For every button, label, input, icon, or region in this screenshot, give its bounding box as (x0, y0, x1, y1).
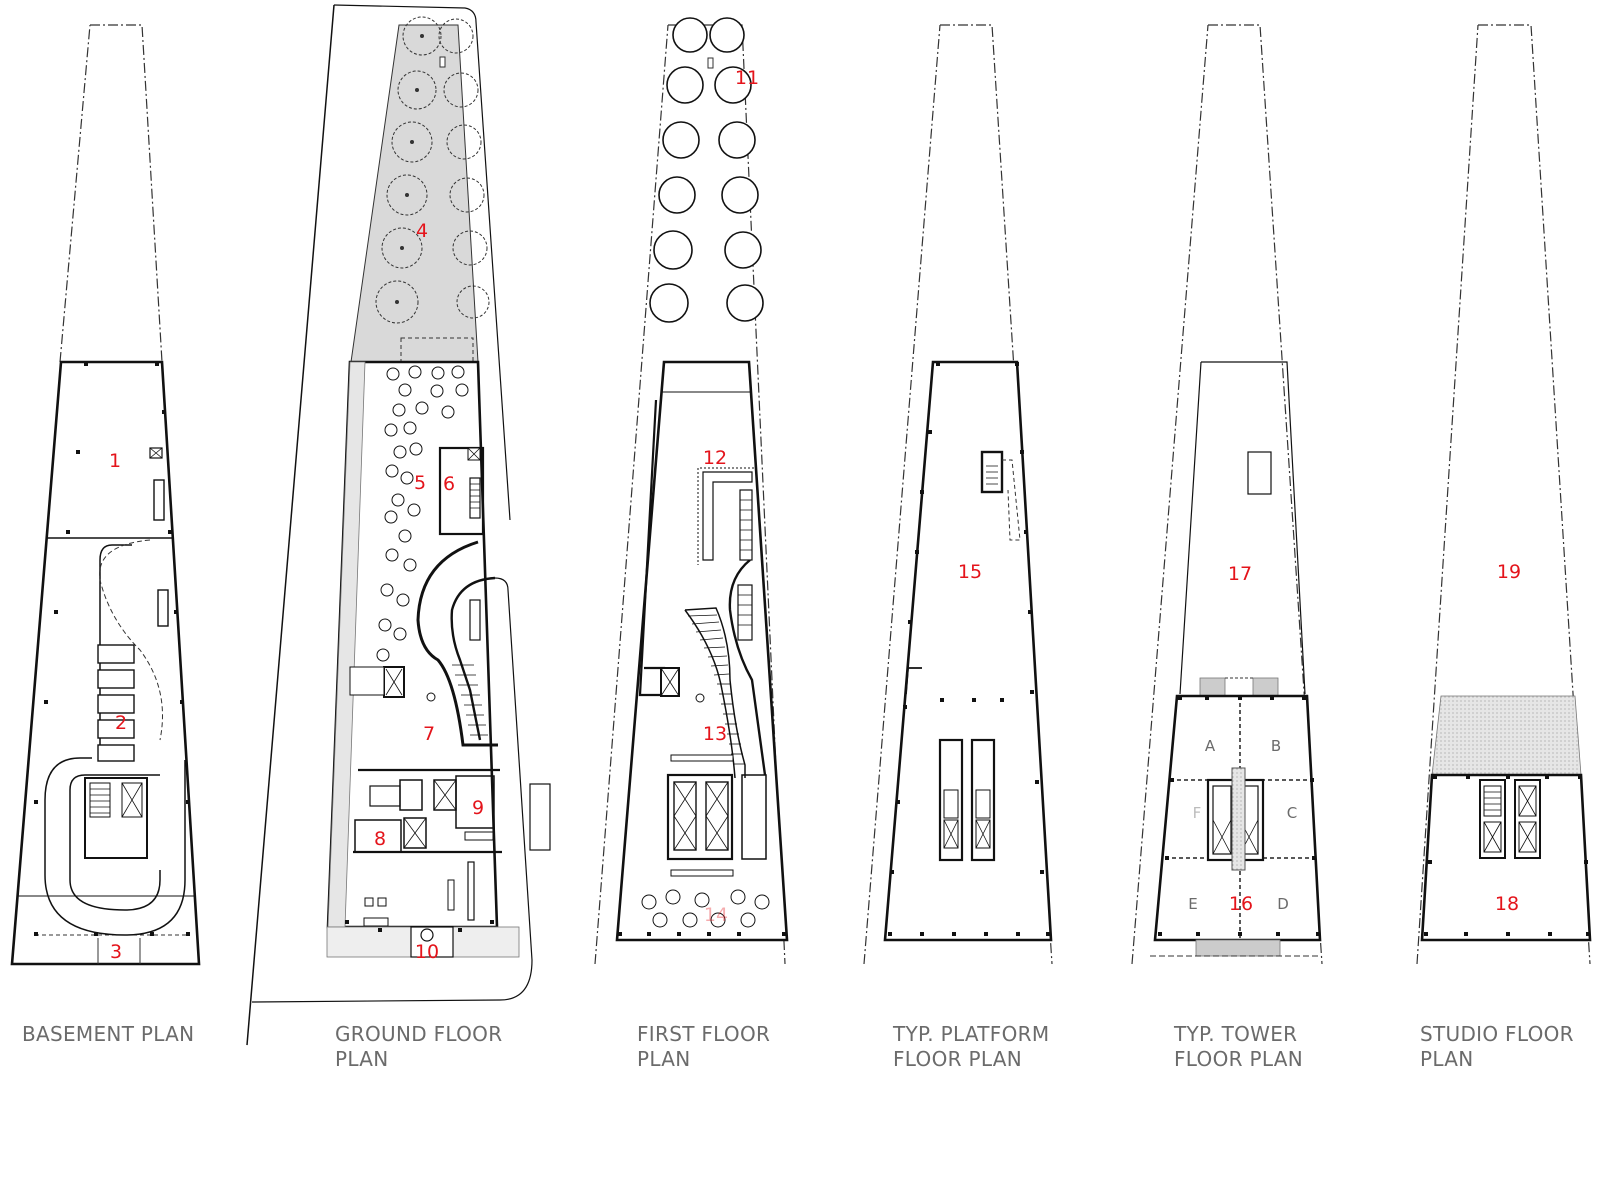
caption-line: FIRST FLOOR (637, 1022, 771, 1046)
room-number-14: 14 (704, 904, 728, 926)
stair-icon (89, 782, 111, 818)
basement-columns (34, 362, 190, 936)
studio-floor-plan: 19 18 (1416, 24, 1592, 965)
external-kiosk (529, 783, 551, 851)
room-number-4: 4 (416, 220, 428, 242)
site-outline-dashed (1416, 24, 1591, 965)
room-number-8: 8 (374, 828, 386, 850)
room-number-13: 13 (703, 723, 727, 745)
room-number-2: 2 (115, 712, 127, 734)
stair-treads (452, 664, 488, 736)
room-number-15: 15 (958, 561, 982, 583)
tree-canopies (649, 17, 764, 323)
caption-first-floor-plan: FIRST FLOOR PLAN (637, 1022, 770, 1072)
platform-floor-plan: 15 (863, 24, 1053, 965)
site-boundary-line (246, 4, 335, 1046)
caption-line: GROUND FLOOR (335, 1022, 503, 1046)
stair-icon (469, 599, 481, 641)
studio-roof-terrace (1431, 695, 1582, 776)
cafe-tables (641, 889, 770, 928)
first-floor-core (666, 773, 734, 861)
lobby-columns (376, 365, 469, 702)
caption-studio-floor-plan: STUDIO FLOOR PLAN (1420, 1022, 1574, 1072)
tower-columns (1158, 696, 1320, 936)
bar-counter (702, 471, 753, 561)
stair-icon (157, 589, 169, 627)
basement-stair (97, 938, 141, 964)
parking-stall (97, 719, 135, 739)
room-number-6: 6 (443, 473, 455, 495)
curved-stair-wall (450, 576, 496, 741)
room-number-9: 9 (472, 797, 484, 819)
caption-line: BASEMENT PLAN (22, 1022, 195, 1046)
site-boundary-line (251, 577, 533, 1003)
caption-line: PLAN (335, 1047, 389, 1071)
stair-icon (153, 479, 165, 521)
room-number-1: 1 (109, 450, 121, 472)
curved-wall (416, 540, 498, 747)
room-number-16: 16 (1229, 893, 1253, 915)
caption-line: FLOOR PLAN (1174, 1047, 1303, 1071)
unit-label-e: E (1188, 895, 1197, 913)
room-number-11: 11 (735, 67, 759, 89)
unit-label-a: A (1205, 737, 1216, 755)
unit-label-f: F (1193, 804, 1202, 822)
plaza-tree-circles (375, 16, 490, 324)
skylight-opening (1247, 451, 1272, 495)
room-number-7: 7 (423, 723, 435, 745)
caption-line: STUDIO FLOOR (1420, 1022, 1574, 1046)
core-spine (1231, 767, 1246, 871)
room-number-18: 18 (1495, 893, 1519, 915)
landscaped-plaza (350, 24, 479, 363)
caption-line: PLAN (637, 1047, 691, 1071)
grand-stair-treads (687, 614, 745, 765)
room-number-3: 3 (110, 941, 122, 963)
parking-stall (97, 694, 135, 714)
plaza-tree-points (395, 34, 424, 304)
caption-line: PLAN (1420, 1047, 1474, 1071)
caption-basement-plan: BASEMENT PLAN (22, 1022, 194, 1047)
site-outline-dashed (1131, 24, 1323, 965)
stair-icon (739, 489, 753, 561)
platform-columns (888, 362, 1050, 936)
room-number-10: 10 (415, 941, 439, 963)
tower-floor-plan: 17 16 A B C D E F (1131, 24, 1323, 965)
caption-line: TYP. TOWER (1174, 1022, 1298, 1046)
site-boundary-line (333, 4, 511, 521)
room-number-17: 17 (1228, 563, 1252, 585)
tower-terrace-outline (1179, 361, 1306, 695)
stair-icon (469, 477, 481, 519)
ramp-outer (44, 544, 186, 936)
ramp-inner (69, 774, 161, 911)
caption-ground-floor-plan: GROUND FLOOR PLAN (335, 1022, 502, 1072)
caption-line: FLOOR PLAN (893, 1047, 1022, 1071)
caption-tower-floor-plan: TYP. TOWER FLOOR PLAN (1174, 1022, 1303, 1072)
first-floor-plan: 11 12 13 14 (594, 17, 789, 965)
stair-icon (737, 584, 753, 641)
parking-stall (97, 744, 135, 762)
parking-stall (97, 644, 135, 664)
platform-floor-outline (883, 360, 1053, 942)
caption-line: TYP. PLATFORM (893, 1022, 1050, 1046)
unit-label-d: D (1277, 895, 1289, 913)
studio-columns (1424, 775, 1590, 936)
parking-stall (97, 669, 135, 689)
room-number-19: 19 (1497, 561, 1521, 583)
ground-floor-plan: 4 5 6 7 8 9 10 (246, 4, 551, 1046)
ground-core-room (438, 446, 485, 536)
room-number-5: 5 (414, 472, 426, 494)
unit-label-b: B (1271, 737, 1281, 755)
site-outline-dashed (59, 24, 163, 363)
room-number-12: 12 (703, 447, 727, 469)
ramp-dashed-path (99, 539, 163, 741)
basement-plan: 1 2 3 (10, 24, 201, 966)
unit-label-c: C (1287, 804, 1297, 822)
caption-platform-floor-plan: TYP. PLATFORM FLOOR PLAN (893, 1022, 1049, 1072)
